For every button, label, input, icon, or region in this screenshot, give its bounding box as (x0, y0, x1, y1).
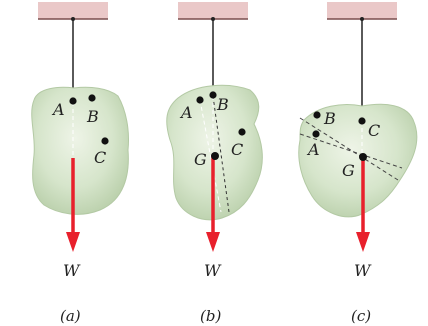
label-a-b: A (179, 103, 193, 122)
label-c-c: C (368, 121, 380, 140)
label-c-b: C (231, 140, 243, 159)
plumb-line-b-ac (212, 95, 230, 213)
ceiling-support-a (38, 2, 108, 19)
label-b-a: B (86, 107, 99, 126)
panel-c: A B C G W (c) (298, 2, 418, 325)
plumb-line-c-b (299, 117, 399, 181)
weight-label-c: W (354, 261, 372, 280)
plumb-line-c-a (299, 133, 403, 169)
label-a-c: A (306, 140, 320, 159)
weight-arrow-head-b (206, 232, 220, 252)
point-a-b (196, 96, 204, 104)
label-b-b: B (216, 95, 229, 114)
label-g-b: G (194, 150, 207, 169)
weight-label-b: W (204, 261, 222, 280)
caption-c: (c) (351, 307, 371, 325)
label-b-c: B (323, 109, 336, 128)
point-g-b (211, 152, 219, 160)
weight-label-a: W (63, 261, 81, 280)
weight-arrow-head-a (66, 232, 80, 252)
ceiling-support-b (178, 2, 248, 19)
ceiling-support-c (327, 2, 397, 19)
point-c-c (358, 117, 366, 125)
point-b-b (209, 91, 217, 99)
label-c-a: C (94, 148, 106, 167)
point-g-c (359, 153, 367, 161)
label-g-c: G (342, 161, 355, 180)
caption-b: (b) (200, 307, 221, 325)
point-a-a (69, 97, 77, 105)
point-c-a (101, 137, 109, 145)
point-c-b (238, 128, 246, 136)
body-c (298, 103, 418, 218)
body-a (31, 86, 129, 215)
plumb-line-b-ab (199, 99, 222, 213)
point-a-c (312, 130, 320, 138)
point-b-c (313, 111, 321, 119)
weight-arrow-head-c (356, 232, 370, 252)
panel-a: A B C W (a) (31, 2, 129, 325)
label-a-a: A (51, 100, 65, 119)
caption-a: (a) (60, 307, 81, 325)
panel-b: A B C G W (b) (166, 2, 263, 325)
point-b-a (88, 94, 96, 102)
